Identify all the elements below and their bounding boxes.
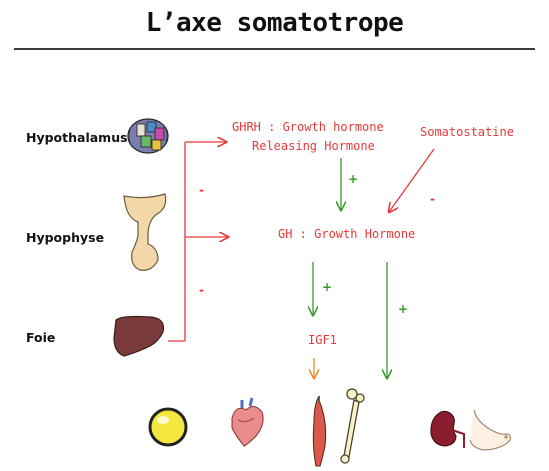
arrow-somatostatine-to-gh [389,149,434,212]
liver-icon [114,316,163,356]
muscle-icon [313,396,325,466]
brain-icon [128,119,168,153]
bone-icon [341,389,364,463]
heart-icon [232,398,263,446]
pituitary-icon [124,194,166,270]
adipocyte-icon [150,409,186,445]
breast-icon [470,410,511,450]
kidney-icon [431,411,464,448]
feedback-bracket [168,142,228,341]
